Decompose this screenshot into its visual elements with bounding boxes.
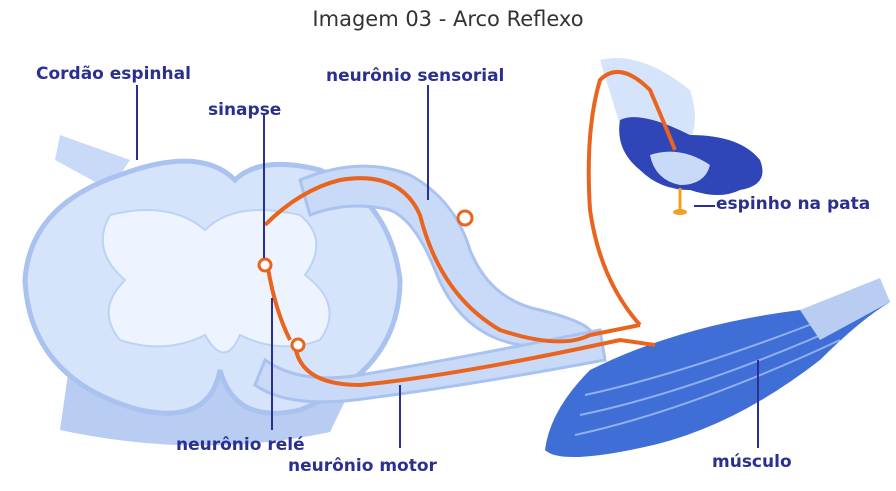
label-thorn: espinho na pata [716, 194, 870, 214]
paw [600, 58, 763, 215]
synapse-node [259, 259, 271, 271]
label-synapse: sinapse [208, 100, 281, 120]
thorn-base [673, 209, 687, 215]
motor-cell-body [292, 339, 304, 351]
reflex-arc-diagram: Cordão espinhal sinapse neurônio sensori… [0, 40, 896, 486]
figure-caption: Imagem 03 - Arco Reflexo [0, 7, 896, 31]
label-muscle: músculo [712, 452, 792, 472]
reflex-arc-illustration [0, 40, 896, 486]
grey-matter [103, 210, 330, 353]
label-relay-neuron: neurônio relé [176, 435, 305, 455]
muscle [545, 278, 890, 457]
label-motor-neuron: neurônio motor [288, 456, 437, 476]
label-sensory-neuron: neurônio sensorial [326, 66, 504, 86]
label-spinal-cord: Cordão espinhal [36, 64, 191, 84]
sensory-cell-body [458, 211, 472, 225]
